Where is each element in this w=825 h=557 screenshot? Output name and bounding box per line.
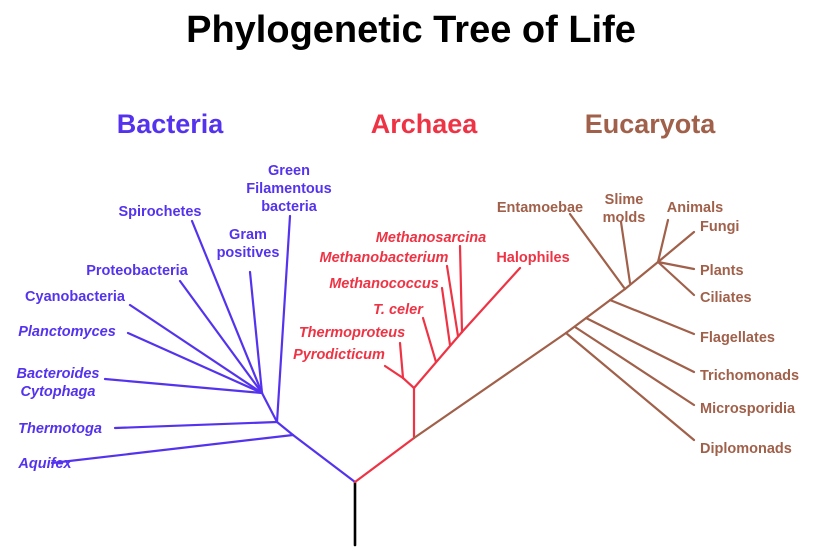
branch-animals: [656, 218, 670, 264]
bacteria-inner-stem: [260, 391, 279, 424]
archaea-stem: [353, 436, 416, 484]
domain-heading-eucaryota: Eucaryota: [585, 109, 717, 139]
eucaryota-branches: [412, 212, 696, 442]
label-cyanobacteria: Cyanobacteria: [25, 289, 126, 305]
eucaryota-stem: [412, 331, 568, 440]
branch-bacteroides: [103, 377, 264, 395]
bacteria-stem-upper: [275, 420, 295, 437]
domain-heading-bacteria: Bacteria: [117, 109, 225, 139]
label-ciliates: Ciliates: [700, 290, 752, 306]
branch-plants: [656, 260, 696, 271]
label-plants: Plants: [700, 263, 744, 279]
label-trichomonads: Trichomonads: [700, 368, 799, 384]
label-methanobacterium: Methanobacterium: [320, 250, 449, 266]
label-gram-positives-line2: positives: [217, 245, 280, 261]
label-diplomonads: Diplomonads: [700, 441, 792, 457]
label-halophiles: Halophiles: [496, 250, 569, 266]
branch-microsporidia: [573, 325, 696, 407]
label-planctomyces: Planctomyces: [18, 324, 116, 340]
branch-spirochetes: [190, 219, 264, 395]
branch-methanococcus: [440, 286, 452, 347]
label-entamoebae: Entamoebae: [497, 200, 583, 216]
label-proteobacteria: Proteobacteria: [86, 263, 188, 279]
eucaryota-stem-upper: [564, 287, 627, 335]
branch-trichomonads: [584, 316, 696, 374]
label-pyrodicticum: Pyrodicticum: [293, 347, 385, 363]
label-aquifex: Aquifex: [17, 456, 72, 472]
label-gram-positives-line1: Gram: [229, 227, 267, 243]
branch-flagellates: [608, 298, 696, 336]
eucaryota-crown-stem: [623, 260, 660, 291]
label-thermoproteus: Thermoproteus: [299, 325, 405, 341]
label-slime-molds-line1: Slime: [605, 192, 644, 208]
branch-cyanobacteria: [128, 303, 264, 395]
label-green-filamentous-line2: Filamentous: [246, 181, 331, 197]
label-slime-molds-line2: molds: [603, 210, 646, 226]
branch-methanobacterium: [445, 264, 460, 338]
branch-pyrodicticum: [398, 341, 405, 380]
label-green-filamentous-line3: bacteria: [261, 199, 318, 215]
label-thermotoga: Thermotoga: [18, 421, 102, 437]
branch-gram-positives: [248, 270, 264, 395]
branch-halophiles: [460, 266, 522, 334]
branch-thermoproteus: [383, 364, 405, 380]
branch-planctomyces: [126, 331, 264, 395]
label-flagellates: Flagellates: [700, 330, 775, 346]
label-methanococcus: Methanococcus: [329, 276, 439, 292]
branch-ciliates: [656, 260, 696, 297]
archaea-node-connector: [401, 376, 416, 390]
branch-slime-molds: [619, 220, 632, 285]
branch-aquifex: [50, 433, 295, 465]
domain-heading-archaea: Archaea: [371, 109, 479, 139]
branch-green-filamentous: [275, 214, 292, 424]
branch-t-celer: [421, 316, 438, 364]
archaea-branches: [353, 244, 522, 484]
page-title: Phylogenetic Tree of Life: [186, 9, 636, 51]
branch-proteobacteria: [178, 279, 264, 395]
branch-diplomonads: [564, 331, 696, 442]
branch-fungi: [656, 230, 696, 264]
label-microsporidia: Microsporidia: [700, 401, 796, 417]
label-green-filamentous-line1: Green: [268, 163, 310, 179]
archaea-upper-stem: [412, 330, 464, 390]
label-bacteroides: Bacteroides: [16, 366, 99, 382]
branch-thermotoga: [113, 420, 279, 430]
branch-methanosarcina: [458, 244, 464, 334]
label-cytophaga: Cytophaga: [21, 384, 96, 400]
label-methanosarcina: Methanosarcina: [376, 230, 486, 246]
label-fungi: Fungi: [700, 219, 739, 235]
label-spirochetes: Spirochetes: [119, 204, 202, 220]
label-animals: Animals: [667, 200, 723, 216]
label-t-celer: T. celer: [373, 302, 424, 318]
bacteria-branches: [50, 214, 357, 484]
bacteria-stem: [291, 433, 357, 484]
branch-entamoebae: [568, 212, 627, 291]
